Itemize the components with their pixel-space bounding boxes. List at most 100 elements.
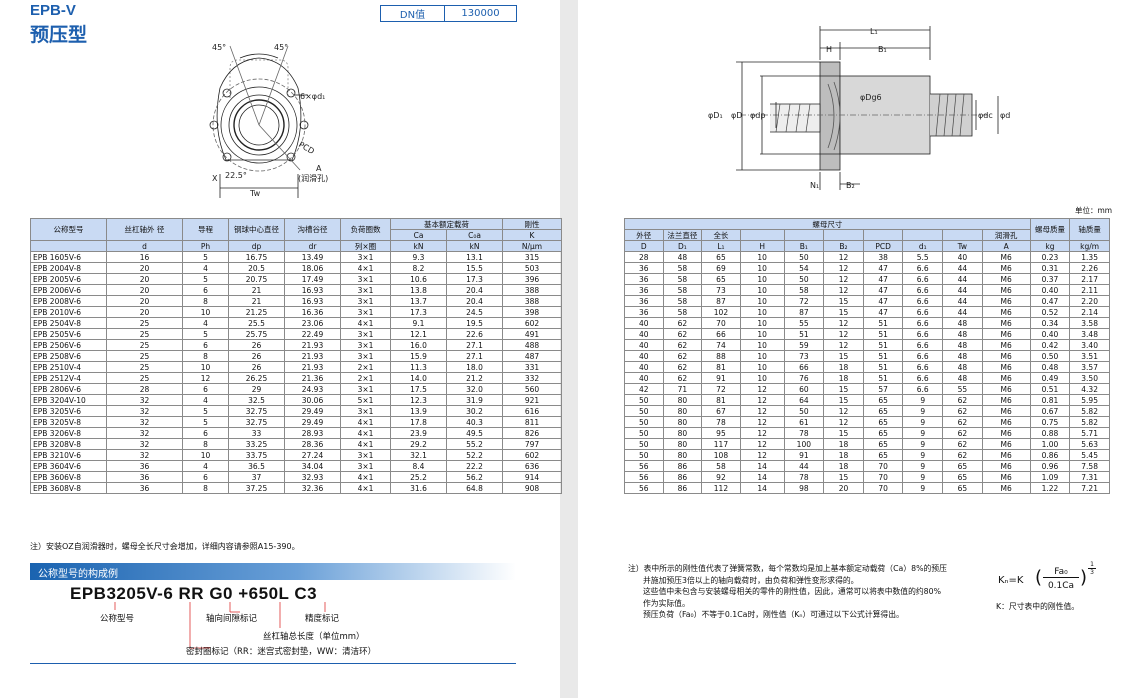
table-cell: 72 [783, 295, 825, 307]
table-cell: 6.6 [902, 284, 944, 296]
table-cell: 560 [502, 383, 562, 395]
table-cell: 70 [701, 317, 741, 329]
table-cell: 20 [823, 482, 864, 494]
table-cell: EPB 2512V-4 [30, 372, 107, 384]
b2-label: B₂ [846, 181, 855, 190]
table-cell: 32 [106, 405, 183, 417]
table-cell: 62 [942, 416, 983, 428]
table-cell: 24.5 [446, 306, 503, 318]
table-cell: 51 [862, 328, 904, 340]
table-cell: 18 [823, 372, 864, 384]
table-cell: 6.6 [902, 328, 944, 340]
table-cell: 9 [902, 471, 944, 483]
table-cell: 12 [823, 339, 864, 351]
table-cell: 48 [942, 328, 983, 340]
table-cell: 15 [823, 471, 864, 483]
table-cell: 5.5 [902, 251, 944, 263]
table-cell: M6 [981, 372, 1031, 384]
table-cell: 87 [701, 295, 741, 307]
table-cell: EPB 1605V-6 [30, 251, 107, 263]
table-cell: 20 [106, 284, 183, 296]
table-cell: 102 [701, 306, 741, 318]
table-cell: 20.4 [446, 295, 503, 307]
table-cell: 32.75 [228, 416, 285, 428]
formula-paren-left: ( [1035, 567, 1043, 588]
table-cell: 47 [862, 284, 904, 296]
table-cell: 15 [823, 394, 864, 406]
table-cell: 8.4 [390, 460, 447, 472]
table-cell: EPB 2008V-6 [30, 295, 107, 307]
table-cell: 95 [701, 427, 741, 439]
code-length: +650L [238, 584, 290, 603]
th-nut-mass: 螺母质量 [1029, 218, 1071, 241]
table-cell: 65 [942, 460, 983, 472]
tw-label: Tw [249, 189, 261, 198]
note2-line-5: 预压负荷（Fa₀）不等于0.1Ca时，刚性值（Kₙ）可通过以下公式计算得出。 [643, 610, 904, 620]
table-cell: 491 [502, 328, 562, 340]
table-cell: 80 [662, 416, 703, 428]
table-cell: 0.52 [1029, 306, 1071, 318]
table-cell: 20.4 [446, 284, 503, 296]
table-cell: 50 [624, 416, 664, 428]
l1-label: L₁ [870, 27, 878, 36]
th-nut-dim: 螺母尺寸 [624, 218, 1031, 230]
table-cell: 108 [701, 449, 741, 461]
table-cell: 396 [502, 273, 562, 285]
table-cell: 44 [783, 460, 825, 472]
table-cell: 9 [902, 460, 944, 472]
table-cell: 10 [739, 372, 785, 384]
table-cell: 92 [701, 471, 741, 483]
table-cell: 13.49 [284, 251, 341, 263]
table-cell: 6.6 [902, 383, 944, 395]
table-cell: 4 [182, 262, 229, 274]
table-cell: 13.1 [446, 251, 503, 263]
table-cell: 36 [106, 460, 183, 472]
th-k: K [502, 229, 562, 241]
table-cell: M6 [981, 449, 1031, 461]
table-cell: 49.5 [446, 427, 503, 439]
type-title: 预压型 [30, 24, 88, 46]
table-cell: 12 [739, 405, 785, 417]
table-cell: 56.2 [446, 471, 503, 483]
table-cell: 29.49 [284, 405, 341, 417]
table-cell: 10 [739, 251, 785, 263]
table-cell: 28.93 [284, 427, 341, 439]
section-bar [30, 563, 516, 580]
table-cell: 62 [942, 394, 983, 406]
table-cell: 6.6 [902, 350, 944, 362]
table-cell: 65 [862, 449, 904, 461]
table-cell: 5.82 [1069, 416, 1110, 428]
table-cell: 487 [502, 350, 562, 362]
table-cell: 91 [701, 372, 741, 384]
table-cell: 3.50 [1069, 372, 1110, 384]
table-cell: 65 [862, 438, 904, 450]
th-blank-3 [823, 229, 864, 241]
table-cell: 32.36 [284, 482, 341, 494]
table-cell: 8 [182, 482, 229, 494]
th-blank-1 [739, 229, 785, 241]
th-unit-kn2: kN [446, 240, 503, 252]
table-cell: 27.1 [446, 350, 503, 362]
table-cell: 22.6 [446, 328, 503, 340]
table-cell: 17.49 [284, 273, 341, 285]
table-cell: 58 [662, 306, 703, 318]
table-cell: 9 [902, 394, 944, 406]
table-cell: 50 [624, 394, 664, 406]
table-cell: M6 [981, 482, 1031, 494]
table-cell: 12 [739, 449, 785, 461]
th-unit-turns: 列×圈 [340, 240, 391, 252]
table-cell: 3×1 [340, 339, 391, 351]
th-stiff: 刚性 [502, 218, 562, 230]
table-cell: 15.9 [390, 350, 447, 362]
table-cell: 51 [862, 339, 904, 351]
table-cell: 17.5 [390, 383, 447, 395]
table-cell: 16.93 [284, 284, 341, 296]
table-cell: 72 [701, 383, 741, 395]
